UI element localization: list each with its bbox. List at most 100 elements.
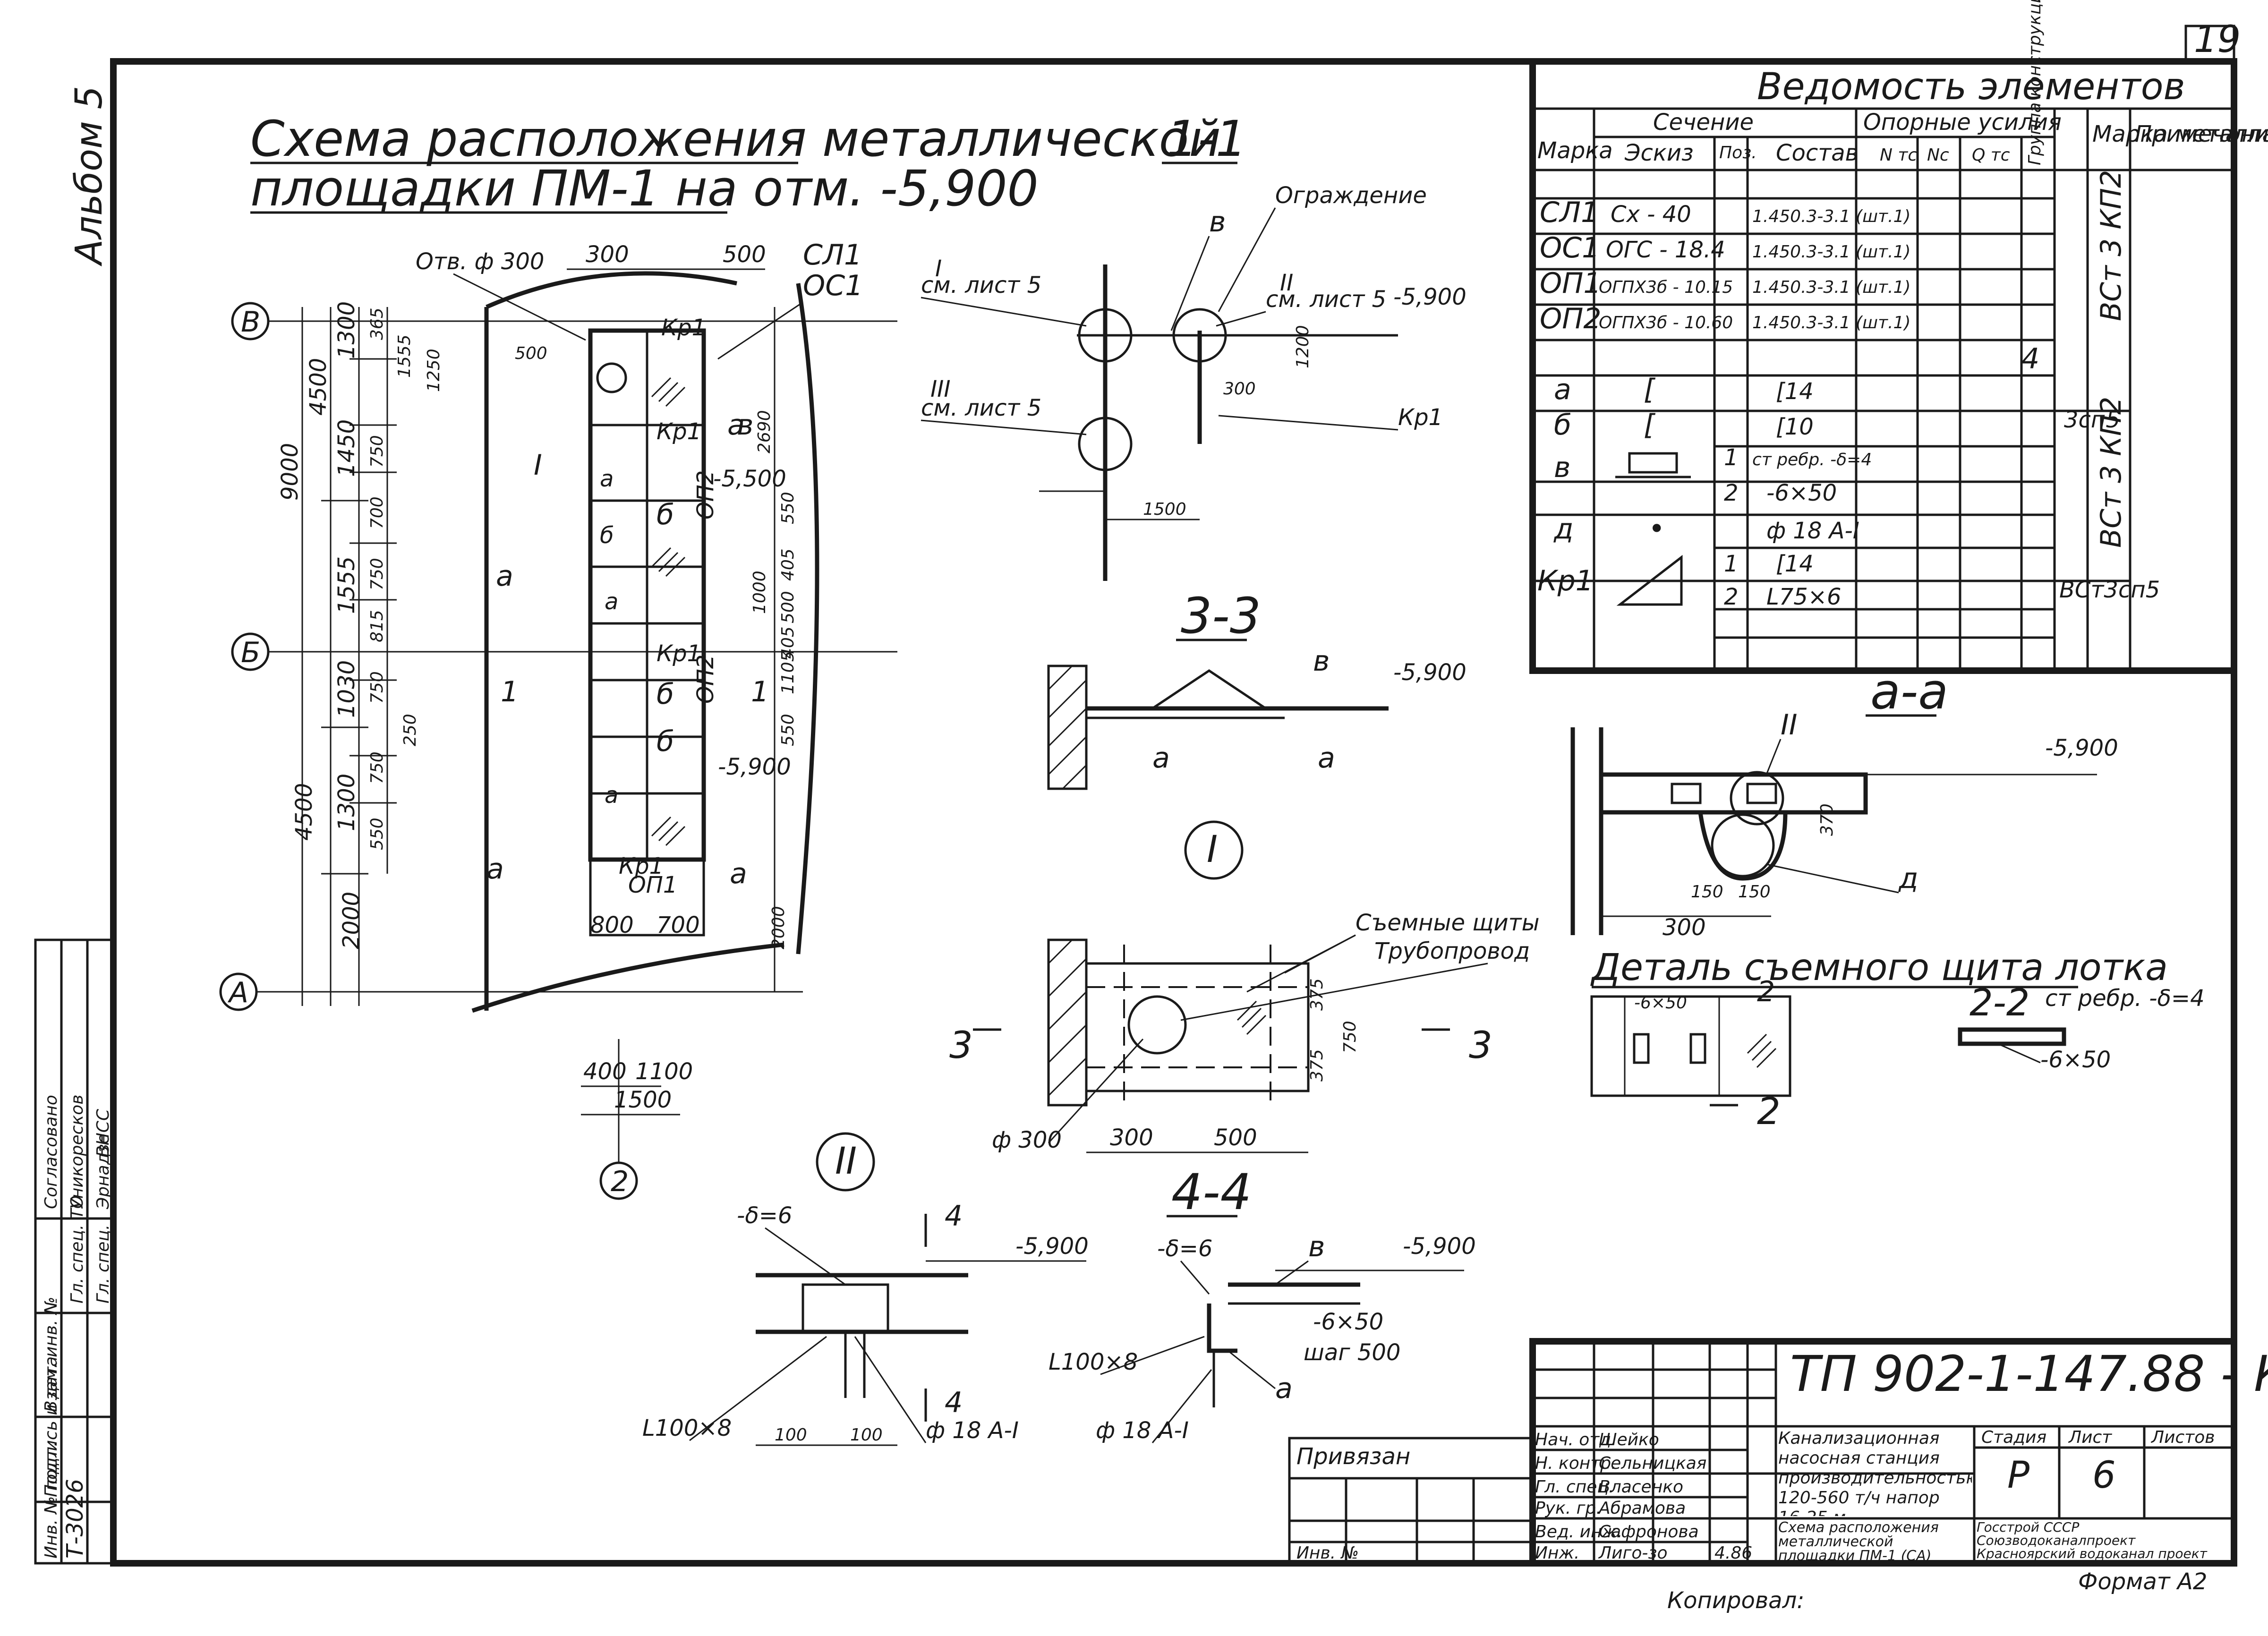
spec-r3-sketch: ОГПХ3б - 10.60 [1599, 313, 1733, 332]
plan-elev-5900: -5,900 [718, 754, 791, 780]
dim-4500-top: 4500 [305, 358, 332, 416]
stamp-org: Госстрой СССР Союзводоканалпроект Красно… [1977, 1521, 2207, 1561]
s11-d300: 300 [1223, 379, 1256, 399]
stamp-format: Формат А2 [2078, 1568, 2207, 1595]
node-I-dim500: 500 [1214, 1125, 1257, 1151]
plan-b-4: б [657, 678, 674, 711]
hole-300 [596, 362, 627, 393]
s11-note1b: см. лист 5 [921, 272, 1041, 298]
rdim-2690: 2690 [755, 410, 774, 453]
s33-v: в [1313, 645, 1330, 678]
spec-h-mat: Марка металла [2092, 121, 2268, 147]
spec-r4-mark: а [1554, 373, 1571, 406]
dim-550: 550 [367, 818, 387, 850]
node-II-circle [1172, 308, 1227, 363]
spec-r5-sketch: [ [1644, 409, 1656, 442]
rdim-405-a: 405 [778, 548, 798, 581]
detail-cut-bottom: 2 [1757, 1091, 1781, 1133]
node-I-pipe-label: Трубопровод [1374, 938, 1530, 964]
dim-250: 250 [401, 714, 420, 746]
plan-node-I: I [534, 449, 542, 482]
plan-b-2: б [657, 498, 674, 531]
s11-note3b: см. лист 5 [921, 395, 1041, 421]
spec-r0-sketch: Сх - 40 [1611, 201, 1691, 228]
plan-a-2: а [605, 588, 618, 615]
detail-strip-top: -6×50 [1634, 993, 1687, 1013]
node-III-circle [1078, 417, 1133, 471]
axis-2-label: 2 [611, 1165, 629, 1198]
detail-22-strip [1958, 1027, 2066, 1046]
spec-r4-comp: [14 [1776, 378, 1814, 405]
detail-cut-top: 2 [1757, 975, 1775, 1008]
spec-r6-mark: в [1554, 451, 1570, 484]
plan-kp1-c: Кр1 [657, 640, 701, 667]
title-block: ТП 902-1-147.88 - КМ 2 Нач. отд. Шейко Н… [1288, 1338, 2268, 1567]
spec-h-mark: Марка [1537, 137, 1613, 164]
node-II-bubble [816, 1132, 875, 1192]
node-II-d100b: 100 [850, 1425, 883, 1445]
dim-365: 365 [367, 307, 387, 340]
bdim-400: 400 [583, 1058, 627, 1085]
s11-d1500: 1500 [1143, 500, 1186, 519]
plan-op2-b: ОП2 [692, 655, 719, 704]
aa-150a: 150 [1691, 882, 1723, 902]
spec-r10-comp: L75×6 [1766, 584, 1842, 610]
stamp-r2-name: Власенко [1599, 1477, 1683, 1497]
main-title-line1: Схема расположения металлической [250, 110, 1221, 168]
aa-beam [1599, 772, 1868, 815]
spec-r9-comp: [14 [1776, 551, 1814, 577]
dim-1555-i: 1555 [395, 334, 414, 378]
spec-r7-pos: 2 [1724, 480, 1739, 506]
section-3-3-title: 3-3 [1181, 587, 1261, 645]
top-dim-300: 300 [586, 241, 629, 268]
dim-4500-bottom: 4500 [291, 783, 317, 841]
spec-r2-comp: 1.450.3-3.1 (шт.1) [1752, 278, 1910, 297]
aa-pipe [1711, 813, 1775, 878]
spec-title: Ведомость элементов [1757, 66, 2185, 108]
plan-elev-5500: -5,500 [713, 466, 786, 492]
section-1-1: 1-1 1500 300 1200 I см. лист 5 II см. ли… [921, 110, 1467, 581]
section-1-1-title: 1-1 [1167, 110, 1247, 168]
plan-v: в [737, 409, 753, 442]
main-title-line2: площадки ПМ-1 на отм. -5,900 [250, 160, 1039, 217]
top-dim-500: 500 [723, 241, 766, 268]
node-I-title: I [1207, 828, 1218, 871]
drawing-frame [110, 58, 2237, 1567]
spec-h-group: Группа конструкций [2025, 0, 2045, 165]
spec-r5-mark: б [1554, 409, 1571, 442]
dim-700: 700 [367, 496, 387, 529]
stamp-sheet-h: Лист [2068, 1428, 2112, 1447]
aa-370: 370 [1817, 803, 1837, 836]
spec-r5-comp: [10 [1776, 414, 1814, 440]
spec-h-pos: Поз. [1719, 143, 1757, 162]
spec-h-sketch: Эскиз [1624, 140, 1694, 166]
binding-box [1288, 1437, 1534, 1565]
s11-d1200: 1200 [1293, 325, 1313, 368]
dim-750-c: 750 [367, 671, 387, 704]
spec-rows: СЛ1 Сх - 40 1.450.3-3.1 (шт.1) ОС1 ОГС -… [1537, 196, 1910, 610]
spec-h-q: Q тс [1972, 145, 2010, 165]
spec-r6-comp: ст ребр. -δ=4 [1752, 450, 1872, 469]
stamp-date: 4.86 [1714, 1543, 1752, 1563]
spec-mat-1: ВСт 3 КП2 [2095, 170, 2128, 321]
s11-note2: II [1280, 270, 1293, 296]
node-I-detail: I Съемные щиты Трубопровод ф 300 300 500… [949, 820, 1540, 1153]
dim-1250: 1250 [424, 349, 443, 392]
stamp-sheet: 6 [2092, 1454, 2116, 1497]
side-row2b: Эрнадзе [94, 1133, 113, 1210]
hole-label: Отв. ф 300 [416, 248, 544, 275]
plan-a-3: а [605, 782, 618, 809]
detail-rib: ст ребр. -δ=4 [2045, 985, 2205, 1012]
side-row3: ВНСС [94, 1108, 113, 1157]
spec-r10-pos: 2 [1724, 584, 1739, 610]
side-sign-date: Подпись и дата [42, 1356, 61, 1497]
stamp-r1-role: Н. контр. [1535, 1454, 1617, 1473]
dim-815: 815 [367, 610, 387, 642]
node-I-cut-left: 3 [949, 1024, 973, 1067]
plan-kp1-d: Кр1 [619, 853, 664, 879]
plan-cut-a3: а [730, 857, 747, 890]
section-4-4-title: 4-4 [1171, 1163, 1252, 1221]
rdim-1000: 1000 [750, 571, 769, 614]
plan-cut-a2: а [486, 852, 504, 886]
plan-cut-a1: а [496, 560, 513, 593]
